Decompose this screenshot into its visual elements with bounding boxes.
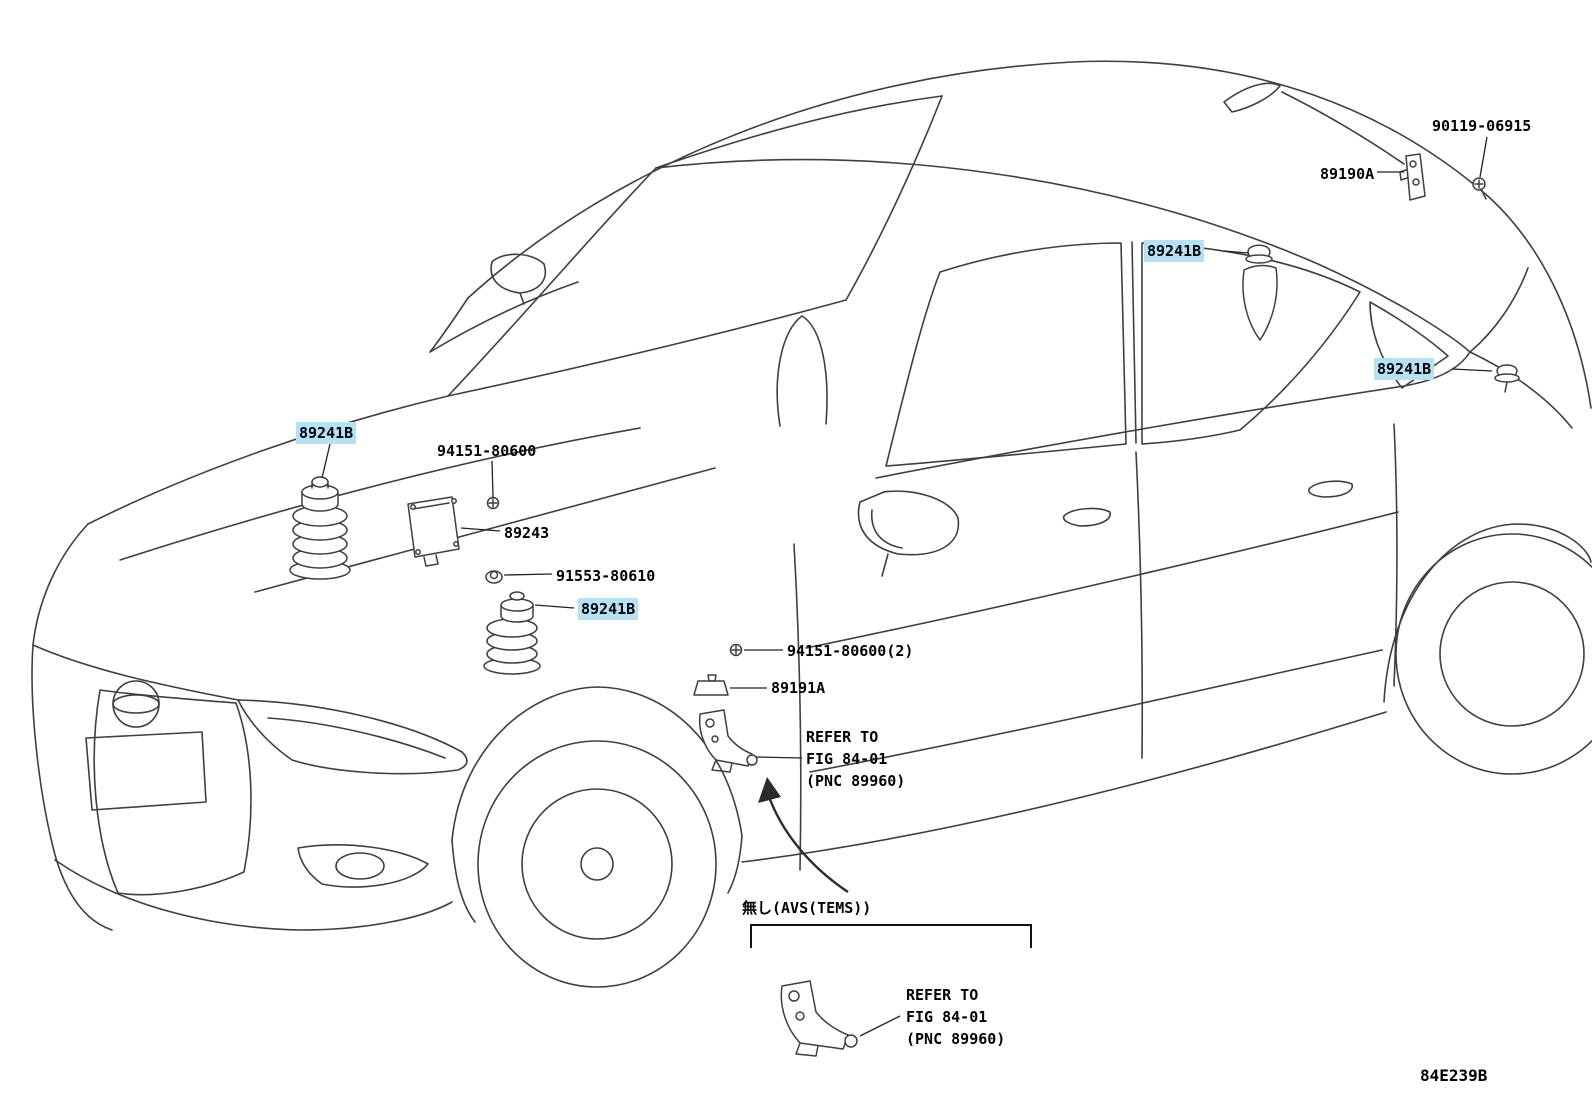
part-label-91553-80610[interactable]: 91553-80610	[556, 567, 656, 585]
refer-line: (PNC 89960)	[906, 1030, 1006, 1048]
antenna-bracket-icon	[1399, 153, 1426, 201]
refer-line: REFER TO	[906, 986, 979, 1004]
part-label-94151-80600[interactable]: 94151-80600	[437, 442, 537, 460]
screw-94151-2-icon	[729, 643, 743, 657]
screw-90119-icon	[1472, 177, 1487, 200]
part-label-89241B-rear[interactable]: 89241B	[1374, 358, 1435, 380]
refer-note-lower: REFER TO FIG 84-01 (PNC 89960)	[906, 984, 1005, 1050]
suspension-computer-icon	[407, 496, 460, 567]
sensor-bracket-upper-icon	[698, 709, 758, 773]
part-label-89241B-front[interactable]: 89241B	[296, 422, 357, 444]
avs-group-bracket	[750, 924, 1032, 948]
part-label-89191A[interactable]: 89191A	[771, 679, 826, 697]
car-line-art	[31, 60, 1592, 988]
refer-line: REFER TO	[806, 728, 879, 746]
pointer-arrow	[758, 777, 849, 893]
diagram-code: 84E239B	[1420, 1066, 1488, 1085]
part-label-89241B-mid[interactable]: 89241B	[578, 598, 639, 620]
height-sensor-front-left-icon	[289, 476, 351, 580]
part-label-89243[interactable]: 89243	[504, 524, 550, 542]
refer-line: FIG 84-01	[906, 1008, 988, 1026]
screw-94151-icon	[486, 496, 500, 510]
rear-sensor-icon	[1494, 364, 1520, 393]
part-label-89190A[interactable]: 89190A	[1320, 165, 1375, 183]
refer-line: FIG 84-01	[806, 750, 888, 768]
avs-variant-note: 無し(AVS(TEMS))	[742, 899, 872, 917]
screw-91553-icon	[485, 570, 503, 584]
roof-sensor-icon	[1242, 244, 1278, 341]
sensor-bracket-lower-icon	[780, 980, 858, 1057]
leader-lines	[321, 136, 1493, 1037]
refer-note-upper: REFER TO FIG 84-01 (PNC 89960)	[806, 726, 905, 792]
part-icons	[289, 153, 1520, 1057]
part-label-94151-80600-2[interactable]: 94151-80600(2)	[787, 642, 914, 660]
clip-89191A-icon	[693, 674, 729, 696]
refer-line: (PNC 89960)	[806, 772, 906, 790]
part-label-89241B-roof[interactable]: 89241B	[1144, 240, 1205, 262]
part-label-90119-06915[interactable]: 90119-06915	[1432, 117, 1532, 135]
height-sensor-mid-icon	[483, 591, 541, 675]
